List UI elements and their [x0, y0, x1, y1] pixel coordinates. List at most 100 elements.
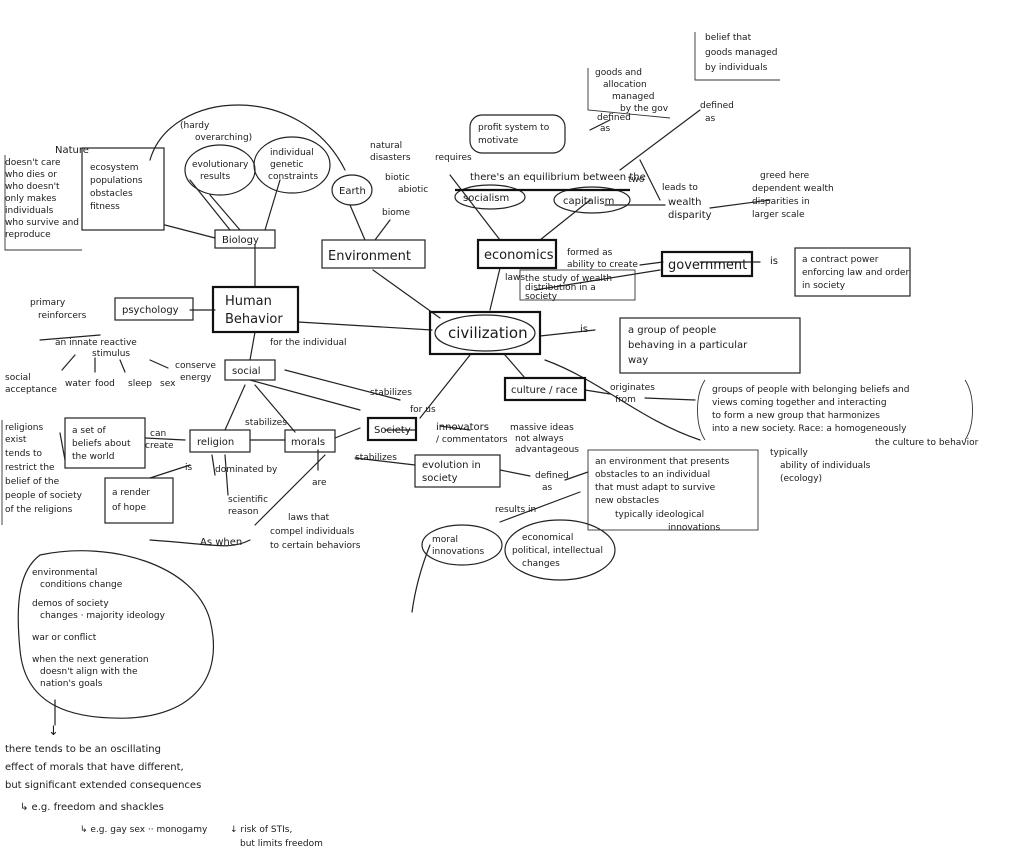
- circle-item-2: conditions change: [40, 580, 123, 590]
- civilization-label: civilization: [448, 324, 528, 342]
- ecosystem-node: ecosystem populations obstacles fitness: [81, 147, 165, 231]
- religion-create-1: can: [150, 429, 166, 439]
- social-label: social: [232, 366, 261, 377]
- genetic-constraints-line3: constraints: [268, 172, 318, 182]
- defined-as-2a: defined: [700, 101, 734, 111]
- circle-item-6: when the next generation: [32, 655, 149, 665]
- abiotic-label: abiotic: [398, 185, 428, 195]
- are-label: are: [312, 478, 327, 488]
- wealth-disparity-2: disparity: [668, 210, 712, 221]
- set-of-beliefs-node: a set of beliefs about the world: [64, 417, 146, 469]
- scientific-reason-2: reason: [228, 507, 258, 517]
- set-of-beliefs-line3: the world: [72, 452, 114, 462]
- stabilizes-label-2: stabilizes: [245, 418, 287, 428]
- environment-node: Environment: [321, 239, 426, 269]
- evolutionary-results-line2: results: [200, 172, 230, 182]
- need-acceptance: acceptance: [5, 385, 57, 395]
- genetic-constraints-node: individual genetic constraints: [253, 136, 331, 194]
- need-conserve: conserve: [175, 361, 216, 371]
- evolutionary-results-line1: evolutionary: [192, 160, 249, 170]
- belief-goods-2: goods managed: [705, 48, 777, 58]
- earth-label: Earth: [339, 186, 366, 197]
- ecosystem-line4: fitness: [90, 202, 120, 212]
- culture-race-label: culture / race: [511, 385, 578, 396]
- biology-label: Biology: [222, 235, 259, 246]
- society-label: Society: [374, 425, 411, 436]
- need-water: water: [65, 379, 91, 389]
- religions-exist-2: exist: [5, 435, 27, 445]
- massive-ideas-3: advantageous: [515, 445, 579, 455]
- eg-stis-2: but limits freedom: [240, 839, 323, 849]
- set-of-beliefs-line1: a set of: [72, 426, 106, 436]
- biome-label: biome: [382, 208, 410, 218]
- earth-node: Earth: [331, 174, 373, 206]
- religions-exist-4: restrict the: [5, 463, 55, 473]
- nature-desc-4: only makes: [5, 194, 57, 204]
- stabilizes-label-1: stabilizes: [370, 388, 412, 398]
- socialism-label: socialism: [463, 193, 509, 204]
- evolutionary-results-node: evolutionary results: [184, 144, 256, 196]
- study-of-wealth-3: society: [525, 292, 558, 302]
- render-of-hope-line1: a render: [112, 488, 150, 498]
- religion-create-2: create: [145, 441, 174, 451]
- goods-allocation-2: allocation: [603, 80, 647, 90]
- ecosystem-line2: populations: [90, 176, 143, 186]
- dominated-by-label: dominated by: [215, 465, 278, 475]
- religion-node: religion: [189, 429, 251, 453]
- eg-freedom: ↳ e.g. freedom and shackles: [20, 802, 164, 813]
- nature-label: Nature: [55, 145, 89, 156]
- need-sleep: sleep: [128, 379, 152, 389]
- econ-changes-line2: political, intellectual: [512, 546, 603, 556]
- goods-allocation-3: managed: [612, 92, 654, 102]
- typically-1: typically: [770, 448, 809, 458]
- culture-desc-4: into a new society. Race: a homogeneousl…: [712, 424, 907, 434]
- nature-desc-5: individuals: [5, 206, 54, 216]
- psychology-node: psychology: [114, 297, 194, 321]
- evolution-in-society-node: evolution in society: [414, 454, 501, 488]
- two-label: two: [628, 175, 645, 185]
- evolution-in-society-line2: society: [422, 473, 458, 484]
- religion-label: religion: [197, 437, 234, 448]
- hardy-line2: overarching): [195, 133, 252, 143]
- originates-from-2: from: [615, 395, 636, 405]
- government-node: government: [660, 250, 754, 278]
- genetic-constraints-line2: genetic: [270, 160, 304, 170]
- equilibrium-label: there's an equilibrium between the: [470, 172, 646, 183]
- conditions-circle: environmental conditions change demos of…: [17, 550, 215, 719]
- group-of-people-line1: a group of people: [628, 325, 716, 336]
- formed-as-2: ability to create: [567, 260, 638, 270]
- econ-changes-node: economical political, intellectual chang…: [504, 519, 616, 581]
- belief-goods-3: by individuals: [705, 63, 768, 73]
- nature-desc-7: reproduce: [5, 230, 51, 240]
- innate-reactions-2: stimulus: [92, 349, 130, 359]
- group-of-people-line2: behaving in a particular: [628, 340, 748, 351]
- contract-line2: enforcing law and order: [802, 268, 909, 278]
- econ-changes-line3: changes: [522, 559, 560, 569]
- evolution-in-society-line1: evolution in: [422, 460, 481, 471]
- human-behavior-node: Human Behavior: [211, 285, 300, 334]
- natural-disasters-line2: disasters: [370, 153, 411, 163]
- conclusion-2: effect of morals that have different,: [5, 762, 184, 773]
- capitalism-label: capitalism: [563, 196, 614, 207]
- connectors: [39, 104, 771, 726]
- morals-node: morals: [284, 429, 336, 453]
- scientific-reason-1: scientific: [228, 495, 268, 505]
- circle-item-5: war or conflict: [32, 633, 97, 643]
- human-behavior-line2: Behavior: [225, 312, 283, 327]
- need-sex: sex: [160, 379, 176, 389]
- moral-innovations-line1: moral: [432, 535, 458, 545]
- massive-ideas-2: not always: [515, 434, 564, 444]
- group-of-people-node: a group of people behaving in a particul…: [619, 317, 801, 374]
- down-arrow-glyph: ↓: [48, 724, 59, 739]
- capitalism-node: capitalism: [553, 186, 631, 214]
- civilization-node: civilization: [428, 310, 542, 356]
- conclusion-3: but significant extended consequences: [5, 780, 201, 791]
- circle-item-7: doesn't align with the: [40, 667, 138, 677]
- evolution-def-1: an environment that presents: [595, 457, 730, 467]
- set-of-beliefs-line2: beliefs about: [72, 439, 131, 449]
- culture-behavior: the culture to behavior: [875, 438, 979, 448]
- defined-as-2b: as: [705, 114, 716, 124]
- conclusion-1: there tends to be an oscillating: [5, 744, 161, 755]
- human-behavior-line1: Human: [225, 294, 272, 309]
